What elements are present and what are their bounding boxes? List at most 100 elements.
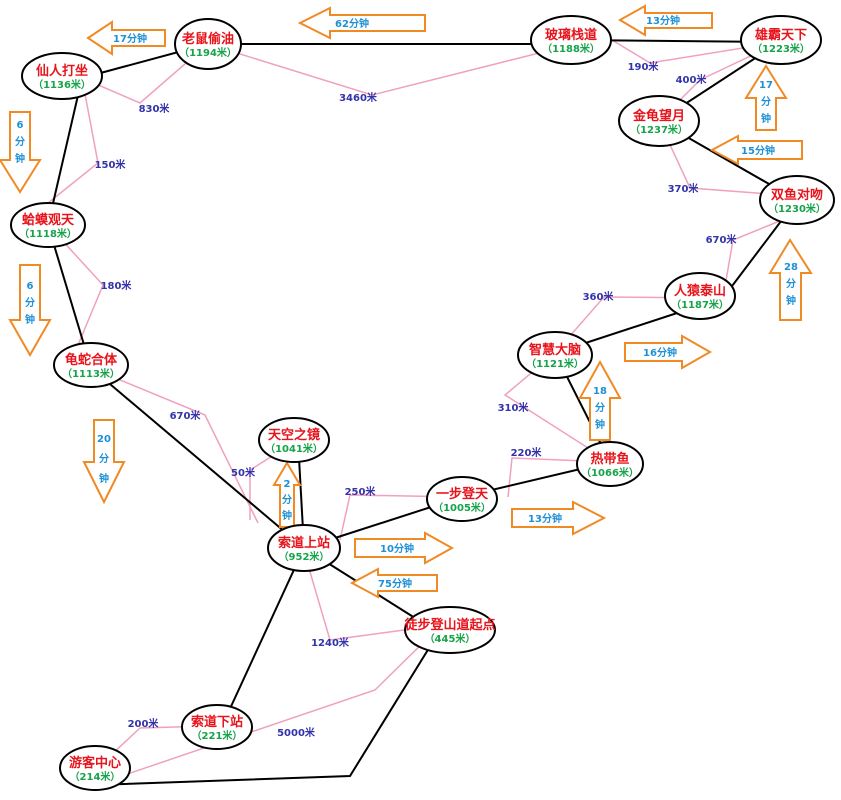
distance-labels: 830米 3460米 190米 400米 150米 370米 180米 670米… (95, 60, 738, 739)
node-altitude: （1188米） (542, 42, 600, 55)
node-name: 索道上站 (278, 535, 330, 551)
node-tiankong[interactable]: 天空之镜 （1041米） (258, 417, 330, 463)
arrow-label: 分 (761, 95, 771, 108)
distance-label: 180米 (101, 279, 133, 292)
arrow-left-15min: 15分钟 (709, 134, 803, 166)
node-laoshu[interactable]: 老鼠偷油 （1194米） (174, 18, 242, 70)
node-name: 人猿泰山 (674, 283, 726, 299)
arrow-label: 28 (784, 262, 798, 273)
distance-measure-lines (47, 39, 798, 786)
arrow-label: 75分钟 (378, 577, 412, 590)
node-redai[interactable]: 热带鱼 （1066米） (576, 441, 644, 487)
node-shuangyu[interactable]: 双鱼对吻 （1230米） (759, 175, 835, 225)
arrow-label: 20 (97, 434, 111, 445)
node-altitude: （445米） (425, 632, 476, 645)
arrow-right-16min: 16分钟 (624, 334, 713, 370)
arrow-label: 分 (595, 401, 605, 414)
arrow-label: 钟 (25, 313, 35, 326)
arrow-label: 13分钟 (528, 512, 562, 525)
node-altitude: （1223米） (752, 42, 810, 55)
node-jingui[interactable]: 金龟望月 （1237米） (618, 95, 700, 147)
arrow-label: 62分钟 (335, 17, 369, 30)
arrow-label: 钟 (99, 472, 109, 485)
node-name: 仙人打坐 (36, 63, 88, 79)
node-zhihui[interactable]: 智慧大脑 （1121米） (517, 331, 593, 379)
arrow-label: 分 (786, 277, 796, 290)
distance-label: 250米 (345, 485, 377, 498)
arrow-left-75min: 75分钟 (349, 567, 438, 599)
arrow-label: 钟 (15, 152, 25, 165)
arrow-label: 分 (15, 135, 25, 148)
node-boli[interactable]: 玻璃栈道 （1188米） (530, 15, 612, 65)
node-name: 智慧大脑 (529, 342, 581, 358)
arrow-label: 钟 (282, 509, 292, 522)
distance-label: 360米 (583, 290, 615, 303)
arrow-label: 2 (284, 479, 291, 490)
node-altitude: （1121米） (526, 357, 584, 370)
distance-label: 3460米 (339, 91, 378, 104)
arrow-up-17min: 17 分 钟 (744, 64, 788, 131)
node-tubu[interactable]: 徒步登山道起点 （445米） (403, 606, 496, 654)
time-arrows: 17分钟 62分钟 13分钟 6 分 钟 17 分 钟 15分钟 6 (0, 4, 813, 599)
node-name: 索道下站 (191, 714, 243, 730)
arrow-right-10min: 10分钟 (354, 531, 455, 565)
node-altitude: （1136米） (33, 78, 91, 91)
node-name: 雄霸天下 (754, 27, 807, 43)
arrow-up-28min: 28 分 钟 (768, 238, 813, 321)
node-youke[interactable]: 游客中心 （214米） (59, 745, 131, 791)
node-name: 玻璃栈道 (545, 27, 597, 43)
arrow-label: 15分钟 (741, 144, 775, 157)
node-xiongba[interactable]: 雄霸天下 （1223米） (740, 15, 822, 65)
arrow-left-62min: 62分钟 (297, 6, 426, 40)
arrow-down-6min-2: 6 分 钟 (8, 264, 52, 358)
distance-label: 670米 (706, 233, 738, 246)
arrow-label: 17 (759, 80, 773, 91)
nodes: 老鼠偷油 （1194米） 玻璃栈道 （1188米） 雄霸天下 （1223米） 仙… (10, 15, 835, 791)
node-name: 一步登天 (436, 486, 489, 502)
arrow-down-20min: 20 分 钟 (82, 419, 126, 505)
node-altitude: （952米） (279, 550, 330, 563)
node-name: 龟蛇合体 (65, 352, 118, 368)
node-guishe[interactable]: 龟蛇合体 （1113米） (53, 342, 129, 388)
distance-label: 200米 (128, 717, 160, 730)
distance-label: 190米 (628, 60, 660, 73)
node-altitude: （1118米） (19, 227, 77, 240)
arrow-label: 分 (282, 493, 292, 506)
node-name: 蛤蟆观天 (22, 212, 75, 228)
node-suodaoxia[interactable]: 索道下站 （221米） (181, 704, 253, 750)
route-lines (47, 39, 798, 786)
arrow-up-18min: 18 分 钟 (578, 359, 622, 441)
distance-label: 150米 (95, 158, 127, 171)
node-name: 天空之镜 (268, 427, 320, 443)
distance-label: 50米 (231, 466, 256, 479)
node-renyuan[interactable]: 人猿泰山 （1187米） (664, 272, 736, 320)
distance-label: 370米 (668, 182, 700, 195)
arrow-label: 分 (25, 296, 35, 309)
arrow-label: 分 (99, 452, 109, 465)
arrow-label: 16分钟 (643, 346, 677, 359)
node-yibu[interactable]: 一步登天 （1005米） (426, 476, 498, 522)
node-suodaoshang[interactable]: 索道上站 （952米） (267, 524, 341, 572)
node-name: 金龟望月 (632, 108, 685, 124)
node-altitude: （214米） (70, 770, 121, 783)
node-xianren[interactable]: 仙人打坐 （1136米） (21, 52, 103, 100)
node-altitude: （1066米） (581, 466, 639, 479)
arrow-label: 6 (27, 281, 34, 292)
arrow-left-13min-top: 13分钟 (618, 4, 713, 37)
arrow-left-17min: 17分钟 (86, 20, 166, 56)
node-altitude: （1187米） (671, 298, 729, 311)
distance-label: 220米 (511, 446, 543, 459)
arrow-up-2min: 2 分 钟 (272, 461, 302, 528)
distance-label: 1240米 (311, 636, 350, 649)
node-name: 双鱼对吻 (771, 187, 823, 203)
node-name: 游客中心 (69, 755, 121, 771)
arrow-label: 6 (17, 120, 24, 131)
arrow-label: 钟 (595, 418, 605, 431)
node-hama[interactable]: 蛤蟆观天 （1118米） (10, 202, 86, 248)
node-altitude: （1041米） (265, 442, 323, 455)
arrow-label: 18 (593, 386, 607, 397)
node-name: 老鼠偷油 (181, 31, 234, 47)
node-altitude: （221米） (192, 729, 243, 742)
arrow-label: 13分钟 (646, 14, 680, 27)
